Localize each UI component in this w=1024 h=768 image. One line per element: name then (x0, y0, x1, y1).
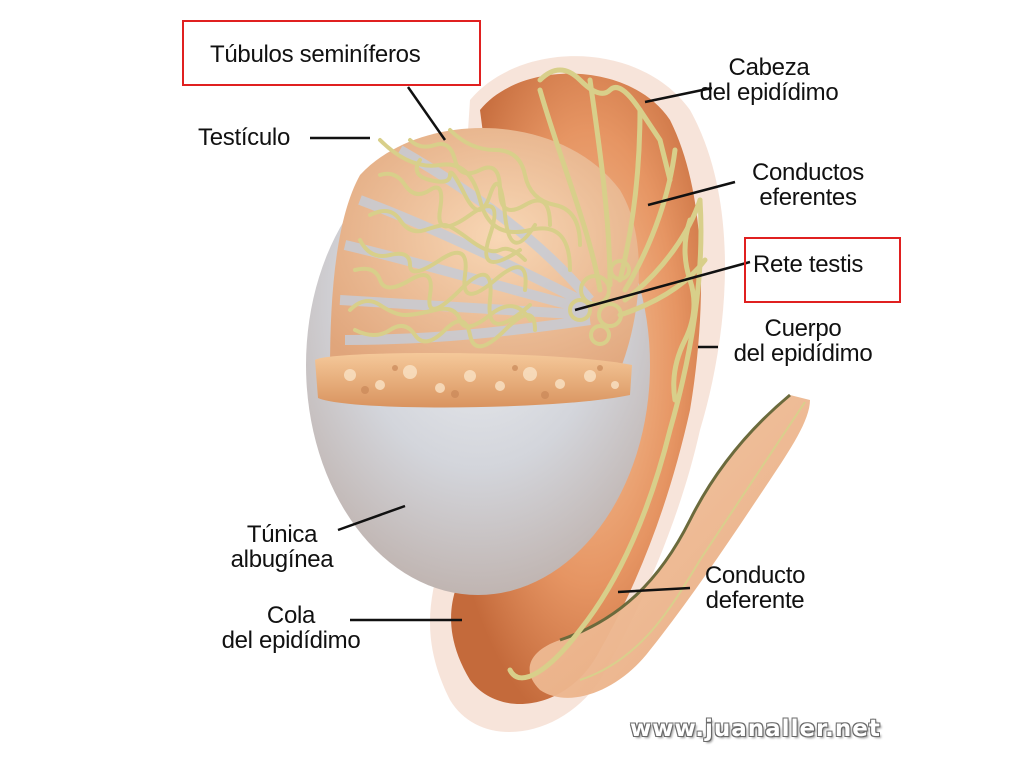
highlight-box-rete (744, 237, 901, 303)
vas-deferens-shape (529, 395, 810, 698)
label-conducto-deferente: Conducto deferente (704, 562, 806, 614)
label-cuerpo-epididimo: Cuerpo del epidídimo (733, 315, 873, 367)
label-testiculo: Testículo (198, 124, 291, 151)
label-tubulos-seminiferos: Túbulos seminíferos (210, 41, 421, 68)
label-conductos-eferentes: Conductos eferentes (751, 159, 865, 211)
label-cola-epididimo: Cola del epidídimo (221, 602, 361, 654)
highlight-box-tubulos (182, 20, 481, 86)
label-cabeza-epididimo: Cabeza del epidídimo (699, 54, 839, 106)
label-tunica-albuginea: Túnica albugínea (230, 521, 334, 573)
watermark-text: www.juanaller.net (630, 716, 881, 742)
leader-lines (310, 86, 751, 622)
label-rete-testis: Rete testis (753, 251, 864, 278)
